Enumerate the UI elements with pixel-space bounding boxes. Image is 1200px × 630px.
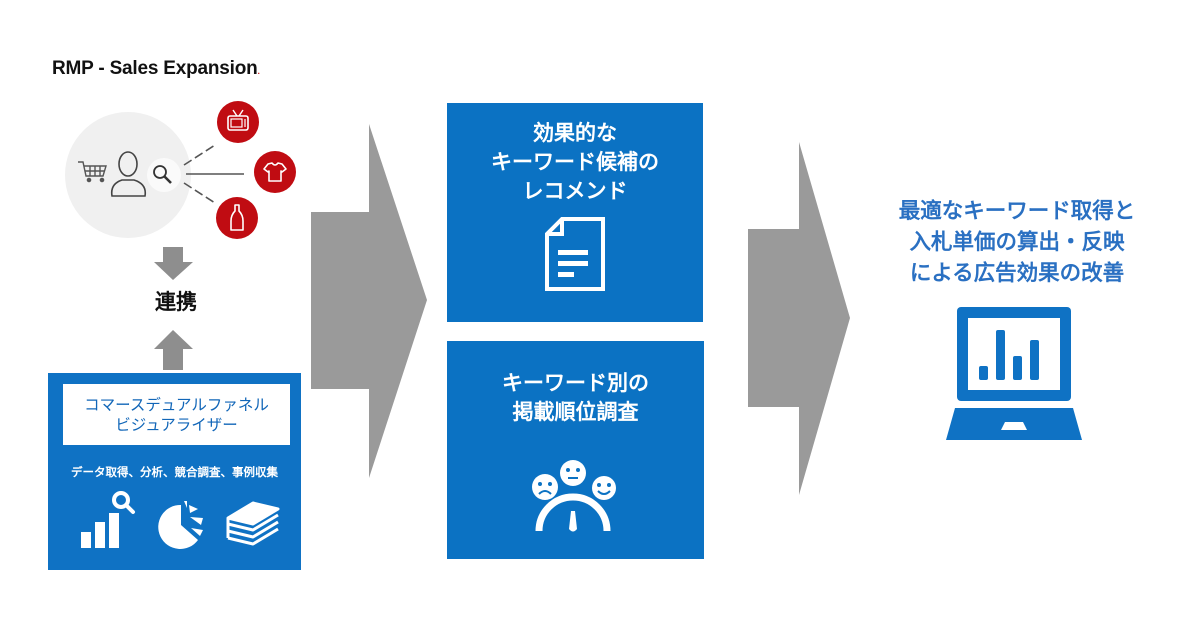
result-line: 入札単価の算出・反映 (909, 230, 1125, 255)
link-label: 連携 (155, 290, 197, 314)
consumer-connectors (183, 144, 244, 204)
tool-name-line2: ビジュアライザー (115, 415, 238, 434)
search-icon (153, 165, 172, 184)
tool-caption: データ取得、分析、競合調査、事例収集 (71, 465, 278, 479)
gauge-icon (535, 493, 611, 532)
sad-face-icon (532, 474, 558, 500)
process-box-title: キーワード別の 掲載順位調査 (447, 369, 704, 427)
document-icon (545, 217, 605, 291)
consumer-circle-bg (65, 112, 191, 238)
neutral-face-icon (560, 460, 586, 486)
process-box-line: キーワード別の (502, 371, 649, 395)
search-bubble (147, 158, 181, 192)
satisfaction-gauge-icon (532, 460, 616, 532)
flow-arrow-1 (311, 124, 427, 478)
tshirt-icon (254, 151, 296, 193)
down-arrow-icon (154, 247, 193, 280)
result-text: 最適なキーワード取得と 入札単価の算出・反映 による広告効果の改善 (858, 196, 1176, 289)
process-box-line: 効果的な (533, 121, 617, 145)
process-box-ranking-survey: キーワード別の 掲載順位調査 (447, 341, 704, 559)
happy-face-icon (592, 476, 616, 500)
process-box-line: レコメンド (522, 179, 628, 203)
process-box-line: キーワード候補の (491, 150, 659, 174)
shopping-cart-icon (78, 161, 107, 183)
consumer-cluster (65, 101, 296, 239)
bottle-icon (216, 197, 258, 239)
result-line: 最適なキーワード取得と (898, 199, 1136, 224)
process-box-keyword-recommend: 効果的な キーワード候補の レコメンド (447, 103, 703, 322)
stack-icon (226, 501, 280, 546)
tool-icons (81, 491, 280, 549)
process-box-title: 効果的な キーワード候補の レコメンド (447, 119, 703, 206)
bar-chart-search-icon (81, 491, 135, 548)
tool-name-line1: コマースデュアルファネル (84, 395, 269, 414)
tool-box: コマースデュアルファネル ビジュアライザー データ取得、分析、競合調査、事例収集 (48, 373, 301, 570)
tool-name-box: コマースデュアルファネル ビジュアライザー (63, 384, 290, 445)
flow-arrow-2 (748, 142, 850, 495)
brand-title: RMP - Sales Expansion. (52, 58, 260, 80)
brand-title-text: RMP - Sales Expansion (52, 58, 258, 79)
result-line: による広告効果の改善 (909, 261, 1125, 286)
person-icon (110, 151, 147, 197)
laptop-chart-icon (946, 307, 1082, 440)
brand-title-dot: . (257, 67, 260, 76)
tv-icon (217, 101, 259, 143)
process-box-line: 掲載順位調査 (512, 400, 639, 424)
up-arrow-icon (154, 330, 193, 370)
pie-chart-icon (158, 501, 203, 549)
